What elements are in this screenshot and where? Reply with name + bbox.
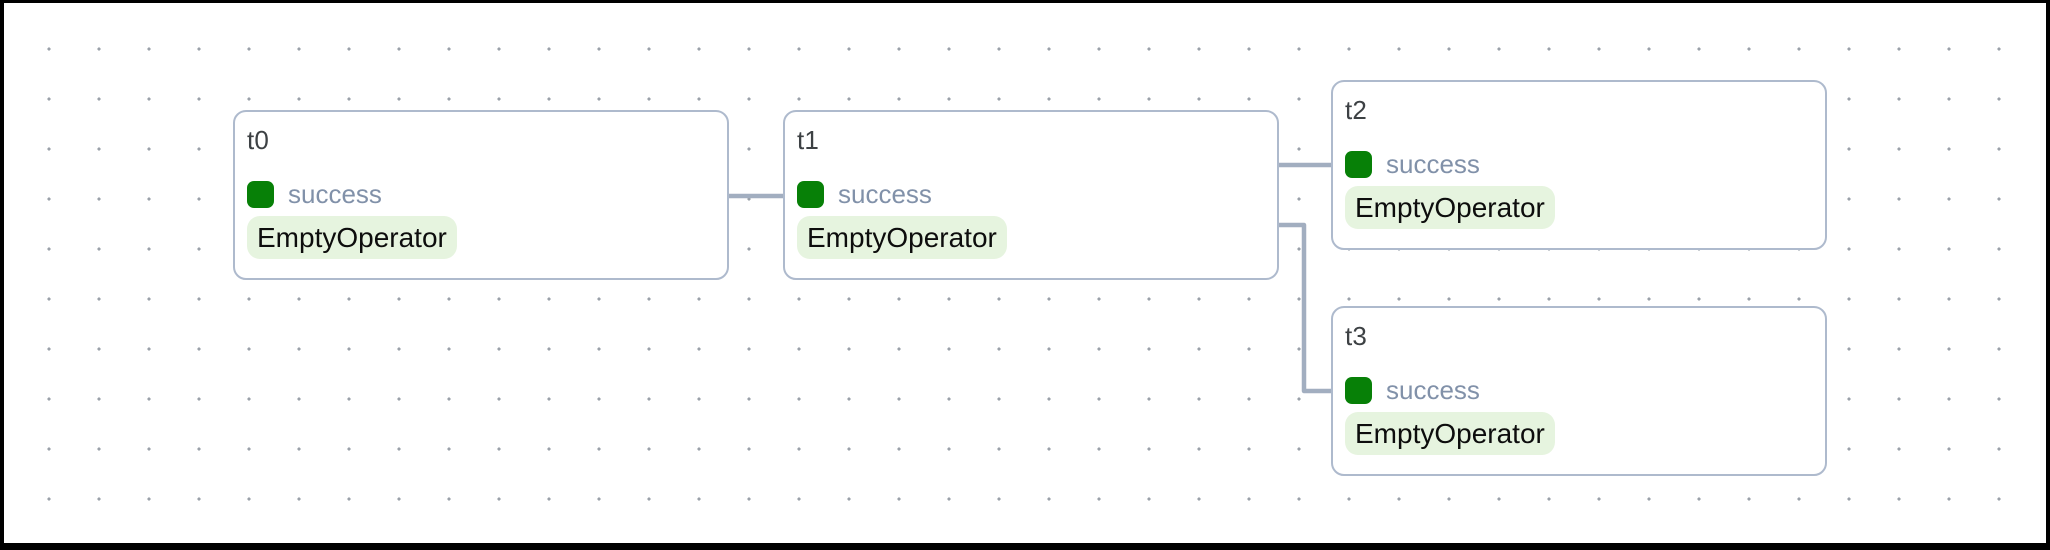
task-status-label: success	[1386, 375, 1480, 405]
task-name: t0	[247, 125, 270, 155]
task-node-t3[interactable]: t3 success EmptyOperator	[1331, 306, 1827, 476]
operator-badge: EmptyOperator	[1345, 186, 1555, 229]
success-status-icon	[247, 181, 274, 208]
operator-badge: EmptyOperator	[1345, 412, 1555, 455]
graph-canvas[interactable]: t0 success EmptyOperator t1 success Empt…	[4, 3, 2046, 543]
success-status-icon	[797, 181, 824, 208]
edge-t1-t3	[1276, 222, 1334, 394]
task-node-t1[interactable]: t1 success EmptyOperator	[783, 110, 1279, 280]
task-status-label: success	[288, 179, 382, 209]
operator-badge: EmptyOperator	[797, 216, 1007, 259]
task-status-row: success	[1345, 151, 1480, 178]
task-name: t3	[1345, 321, 1368, 351]
success-status-icon	[1345, 377, 1372, 404]
success-status-icon	[1345, 151, 1372, 178]
task-status-row: success	[797, 181, 932, 208]
task-node-t2[interactable]: t2 success EmptyOperator	[1331, 80, 1827, 250]
task-name: t2	[1345, 95, 1368, 125]
task-status-label: success	[838, 179, 932, 209]
operator-badge: EmptyOperator	[247, 216, 457, 259]
task-name: t1	[797, 125, 820, 155]
task-status-row: success	[1345, 377, 1480, 404]
task-status-label: success	[1386, 149, 1480, 179]
task-node-t0[interactable]: t0 success EmptyOperator	[233, 110, 729, 280]
task-status-row: success	[247, 181, 382, 208]
